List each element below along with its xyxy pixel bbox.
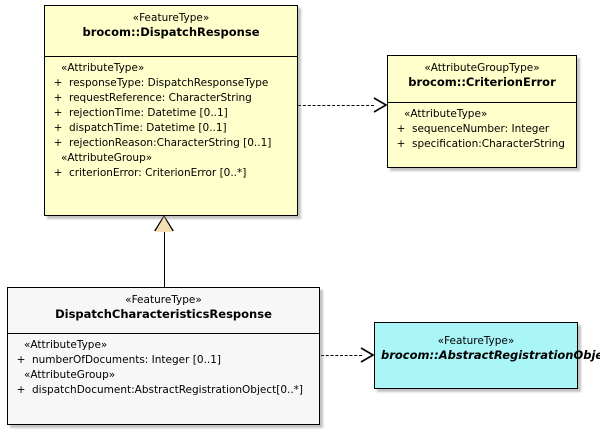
attribute-row: + dispatchDocument:AbstractRegistrationO… (10, 383, 317, 398)
attribute-row: + criterionError: CriterionError [0..*] (47, 166, 295, 181)
attribute-group-label: «AttributeType» (61, 62, 145, 74)
class-header: «FeatureType» brocom::DispatchResponse (45, 6, 297, 57)
attribute-visibility: + (396, 123, 406, 135)
class-attributes-compartment: «AttributeType» + sequenceNumber: Intege… (388, 103, 576, 157)
attribute-label: sequenceNumber: Integer (412, 123, 550, 135)
attribute-label: specification:CharacterString (412, 138, 565, 150)
attribute-row: + sequenceNumber: Integer (390, 122, 574, 137)
attribute-label: rejectionReason:CharacterString [0..1] (69, 137, 272, 149)
uml-class-abstract-registration-object[interactable]: «FeatureType» brocom::AbstractRegistrati… (374, 322, 600, 389)
class-name: brocom::CriterionError (408, 75, 556, 89)
attribute-visibility: + (16, 384, 26, 396)
uml-class-dispatch-response[interactable]: «FeatureType» brocom::DispatchResponse «… (44, 5, 298, 216)
attribute-row: + requestReference: CharacterString (47, 91, 295, 106)
attribute-visibility: + (53, 122, 63, 134)
class-stereotype: «AttributeGroupType» (424, 62, 540, 74)
class-header: «FeatureType» DispatchCharacteristicsRes… (8, 288, 319, 334)
class-header: «AttributeGroupType» brocom::CriterionEr… (388, 56, 576, 103)
attribute-visibility: + (53, 167, 63, 179)
dependency-line-criterion-error (298, 105, 374, 106)
attribute-visibility: + (53, 107, 63, 119)
attribute-label: criterionError: CriterionError [0..*] (69, 167, 247, 179)
attribute-visibility: + (16, 354, 26, 366)
class-name: DispatchCharacteristicsResponse (55, 307, 272, 321)
attribute-row: + rejectionTime: Datetime [0..1] (47, 106, 295, 121)
class-stereotype: «FeatureType» (132, 12, 210, 24)
attribute-label: responseType: DispatchResponseType (69, 77, 269, 89)
attribute-group-label: «AttributeGroup» (61, 152, 153, 164)
class-attributes-compartment: «AttributeType» + responseType: Dispatch… (45, 57, 297, 186)
attribute-group-label: «AttributeType» (24, 339, 108, 351)
dependency-arrowhead-abstract-registration-object (360, 347, 374, 363)
uml-class-dispatch-characteristics-response[interactable]: «FeatureType» DispatchCharacteristicsRes… (7, 287, 320, 425)
class-stereotype: «FeatureType» (125, 294, 202, 306)
attribute-label: dispatchTime: Datetime [0..1] (69, 122, 227, 134)
attribute-row: + numberOfDocuments: Integer [0..1] (10, 353, 317, 368)
attribute-group-label: «AttributeType» (404, 108, 488, 120)
dependency-arrowhead-criterion-error (373, 97, 387, 113)
attribute-visibility: + (396, 138, 406, 150)
attribute-label: requestReference: CharacterString (69, 92, 252, 104)
attribute-visibility: + (53, 137, 63, 149)
attribute-label: dispatchDocument:AbstractRegistrationObj… (32, 384, 304, 396)
class-attributes-compartment: «AttributeType» + numberOfDocuments: Int… (8, 334, 319, 403)
attribute-visibility: + (53, 77, 63, 89)
dependency-line-abstract-registration-object (321, 355, 362, 356)
class-stereotype: «FeatureType» (437, 335, 515, 347)
attribute-row: + responseType: DispatchResponseType (47, 76, 295, 91)
attribute-group-label: «AttributeGroup» (24, 369, 116, 381)
attribute-row: + specification:CharacterString (390, 137, 574, 152)
attribute-row: + dispatchTime: Datetime [0..1] (47, 121, 295, 136)
attribute-label: rejectionTime: Datetime [0..1] (69, 107, 228, 119)
class-name: brocom::AbstractRegistrationObject (381, 348, 600, 362)
class-name: brocom::DispatchResponse (82, 25, 260, 39)
generalization-arrowhead (155, 216, 173, 232)
class-header: «FeatureType» brocom::AbstractRegistrati… (375, 323, 600, 388)
uml-class-criterion-error[interactable]: «AttributeGroupType» brocom::CriterionEr… (387, 55, 577, 168)
attribute-label: numberOfDocuments: Integer [0..1] (32, 354, 222, 366)
attribute-visibility: + (53, 92, 63, 104)
attribute-row: + rejectionReason:CharacterString [0..1] (47, 136, 295, 151)
generalization-line (163, 230, 165, 287)
